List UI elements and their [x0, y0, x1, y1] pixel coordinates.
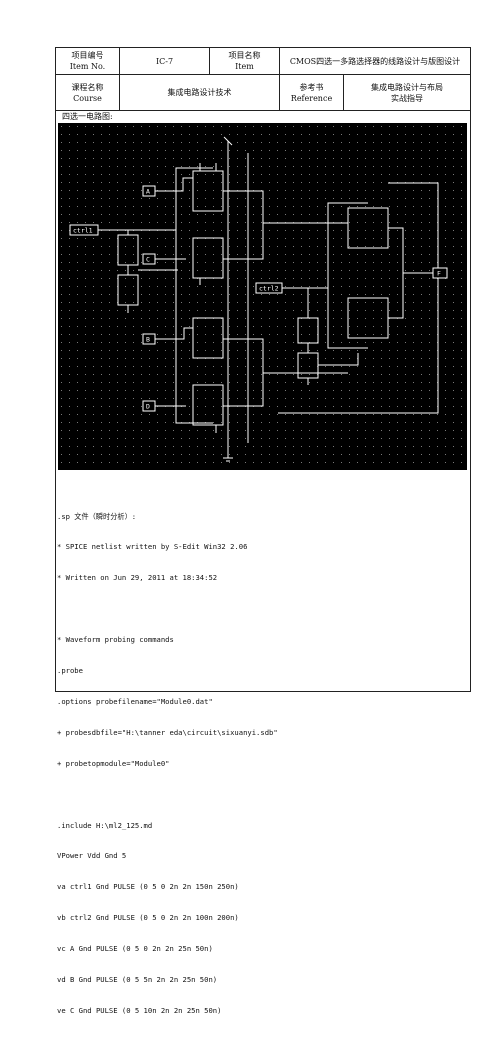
wires	[98, 136, 439, 462]
course-value: 集成电路设计技术	[119, 74, 280, 111]
netlist-line: .probe	[57, 666, 83, 676]
pin-out-box	[432, 267, 448, 279]
schematic-diagram: A C B D ctrl1 ctrl2 F	[58, 123, 467, 470]
netlist-line	[57, 790, 278, 800]
ref-value: 集成电路设计与布局 实战指导	[371, 82, 443, 103]
netlist-line: * Waveform probing commands	[57, 635, 174, 645]
schematic-caption: 四选一电路图:	[62, 112, 113, 121]
pin-d: D	[146, 403, 150, 411]
tgate-b	[192, 317, 224, 359]
netlist-line: ve C Gnd PULSE (0 5 10n 2n 2n 25n 50n)	[57, 1005, 222, 1015]
wire-ctrl1	[98, 167, 213, 424]
pin-ctrl2-box	[255, 282, 283, 294]
netlist-code: .sp 文件（瞬时分析）: * SPICE netlist written by…	[57, 491, 278, 1037]
wire-merge	[223, 190, 348, 407]
aux-rails	[247, 153, 439, 443]
vdd-mark	[223, 136, 233, 146]
pin-ctrl2: ctrl2	[259, 285, 279, 293]
inverter-ctrl1-wires	[127, 230, 178, 313]
pin-c-box	[142, 253, 156, 265]
gnd-symbol	[223, 457, 233, 462]
course-label: 课程名称 Course	[55, 74, 120, 111]
item-no-label: 项目编号 Item No.	[55, 47, 120, 75]
header-table: 项目编号 Item No. IC-7 项目名称 Item CMOS四选一多路选择…	[55, 47, 471, 111]
document-page: 项目编号 Item No. IC-7 项目名称 Item CMOS四选一多路选择…	[55, 47, 471, 1015]
netlist-line: vc A Gnd PULSE (0 5 0 2n 2n 25n 50n)	[57, 944, 213, 954]
ref-cell: 参考书 Reference 集成电路设计与布局 实战指导	[279, 74, 471, 111]
pin-labels: A C B D ctrl1 ctrl2 F	[69, 185, 448, 412]
pin-ctrl1-box	[69, 224, 99, 236]
item-no-value: IC-7	[119, 47, 210, 75]
tgate-d	[192, 384, 224, 426]
pin-a-box	[142, 185, 156, 197]
pin-out: F	[437, 270, 441, 278]
pin-c: C	[146, 256, 150, 264]
tgate-gates	[199, 163, 217, 433]
pin-a: A	[146, 188, 150, 196]
content-box	[55, 111, 471, 692]
netlist-line: .options probefilename="Module0.dat"	[57, 696, 213, 706]
inverter-ctrl2-wires	[307, 288, 359, 385]
netlist-line: .sp 文件（瞬时分析）:	[57, 511, 137, 521]
wire-a	[155, 177, 193, 192]
grid-dots	[58, 123, 467, 470]
tgate-c	[192, 237, 224, 279]
wire-ctrl2	[280, 202, 368, 349]
pin-b-box	[142, 333, 156, 345]
netlist-line: va ctrl1 Gnd PULSE (0 5 0 2n 2n 150n 250…	[57, 882, 239, 892]
wire-b	[155, 327, 193, 340]
item-value: CMOS四选一多路选择器的线路设计与版图设计	[279, 47, 471, 75]
schematic-svg: A C B D ctrl1 ctrl2 F	[58, 123, 467, 470]
pin-d-box	[142, 400, 156, 412]
netlist-line: + probetopmodule="Module0"	[57, 758, 170, 768]
netlist-line: .include H:\ml2_125.md	[57, 820, 153, 830]
netlist-line: * Written on Jun 29, 2011 at 18:34:52	[57, 573, 218, 583]
netlist-line: * SPICE netlist written by S-Edit Win32 …	[57, 542, 248, 552]
item-label: 项目名称 Item	[209, 47, 280, 75]
netlist-line: VPower Vdd Gnd 5	[57, 851, 127, 861]
netlist-line	[57, 604, 278, 614]
pin-ctrl1: ctrl1	[73, 227, 93, 235]
ref-label: 参考书 Reference	[280, 75, 344, 110]
netlist-line: vd B Gnd PULSE (0 5 5n 2n 2n 25n 50n)	[57, 974, 218, 984]
netlist-line: vb ctrl2 Gnd PULSE (0 5 0 2n 2n 100n 200…	[57, 913, 239, 923]
netlist-line: + probesdbfile="H:\tanner eda\circuit\si…	[57, 727, 278, 737]
pin-b: B	[146, 336, 150, 344]
wire-stage2-out	[388, 227, 433, 319]
